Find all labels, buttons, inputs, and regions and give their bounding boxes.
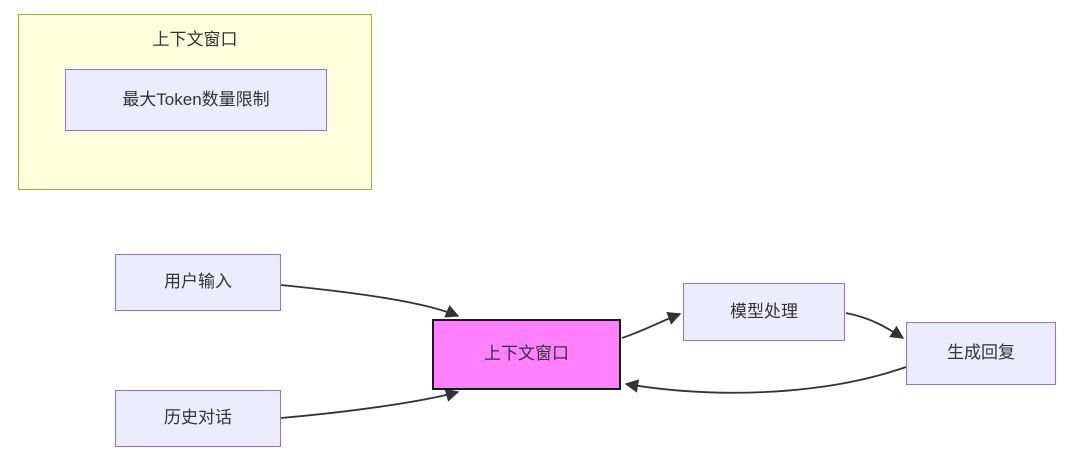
node-history-dialogue: 历史对话	[115, 390, 281, 447]
subgraph-context-window: 上下文窗口 最大Token数量限制	[18, 14, 372, 190]
node-generate-reply: 生成回复	[906, 322, 1056, 385]
subgraph-title: 上下文窗口	[152, 30, 238, 49]
edge-generate-reply-to-context-window	[624, 366, 907, 394]
edge-model-processing-to-generate-reply	[845, 312, 905, 339]
node-model-processing: 模型处理	[683, 283, 845, 341]
edge-history-dialogue-to-context-window	[280, 388, 460, 419]
node-context-window: 上下文窗口	[432, 319, 621, 390]
edge-user-input-to-context-window	[280, 284, 460, 318]
node-user-input: 用户输入	[115, 254, 281, 311]
edge-context-window-to-model-processing	[621, 312, 682, 339]
node-max-token-limit: 最大Token数量限制	[65, 69, 327, 131]
